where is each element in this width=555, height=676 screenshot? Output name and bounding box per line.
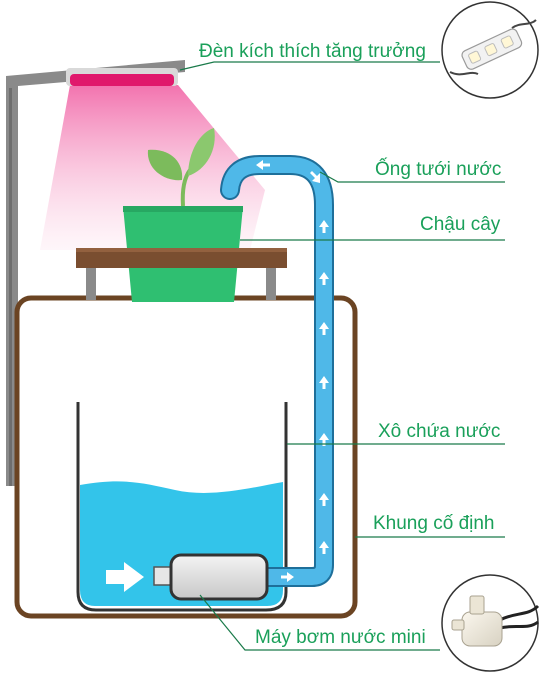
up-arrow-icon	[319, 433, 329, 446]
leader-line-grow-light	[179, 61, 440, 71]
shelf-leg-left	[86, 266, 96, 300]
plant-pot-rim	[123, 206, 243, 212]
diagonal-arrow-icon	[310, 171, 320, 183]
right-arrow-icon	[106, 562, 144, 592]
up-arrow-icon	[319, 272, 329, 285]
label-grow-light: Đèn kích thích tăng trưởng	[199, 41, 426, 62]
label-water-bucket: Xô chứa nước	[378, 421, 501, 442]
up-arrow-icon	[319, 376, 329, 389]
leader-line-water-pipe	[319, 171, 505, 183]
grow-light-bar	[66, 68, 178, 86]
label-plant-pot: Chậu cây	[420, 214, 501, 235]
plant-sprout	[147, 128, 215, 207]
led-strip-thumbnail	[441, 1, 539, 99]
leader-lines	[179, 61, 505, 651]
right-arrow-icon	[281, 572, 294, 582]
up-arrow-icon	[319, 541, 329, 554]
up-arrow-icon	[319, 493, 329, 506]
up-arrow-icon	[319, 322, 329, 335]
label-water-pipe: Ống tưới nước	[375, 159, 502, 180]
mini-pump-thumbnail	[441, 574, 540, 672]
flow-arrows	[256, 160, 329, 582]
shelf-leg-right	[266, 266, 276, 300]
mini-pump	[169, 553, 269, 601]
label-mini-pump: Máy bơm nước mini	[255, 627, 426, 648]
left-arrow-icon	[256, 160, 270, 170]
leader-line-mini-pump	[199, 594, 440, 651]
shelf	[76, 248, 287, 268]
label-fixed-frame: Khung cố định	[373, 513, 495, 534]
up-arrow-icon	[319, 220, 329, 233]
